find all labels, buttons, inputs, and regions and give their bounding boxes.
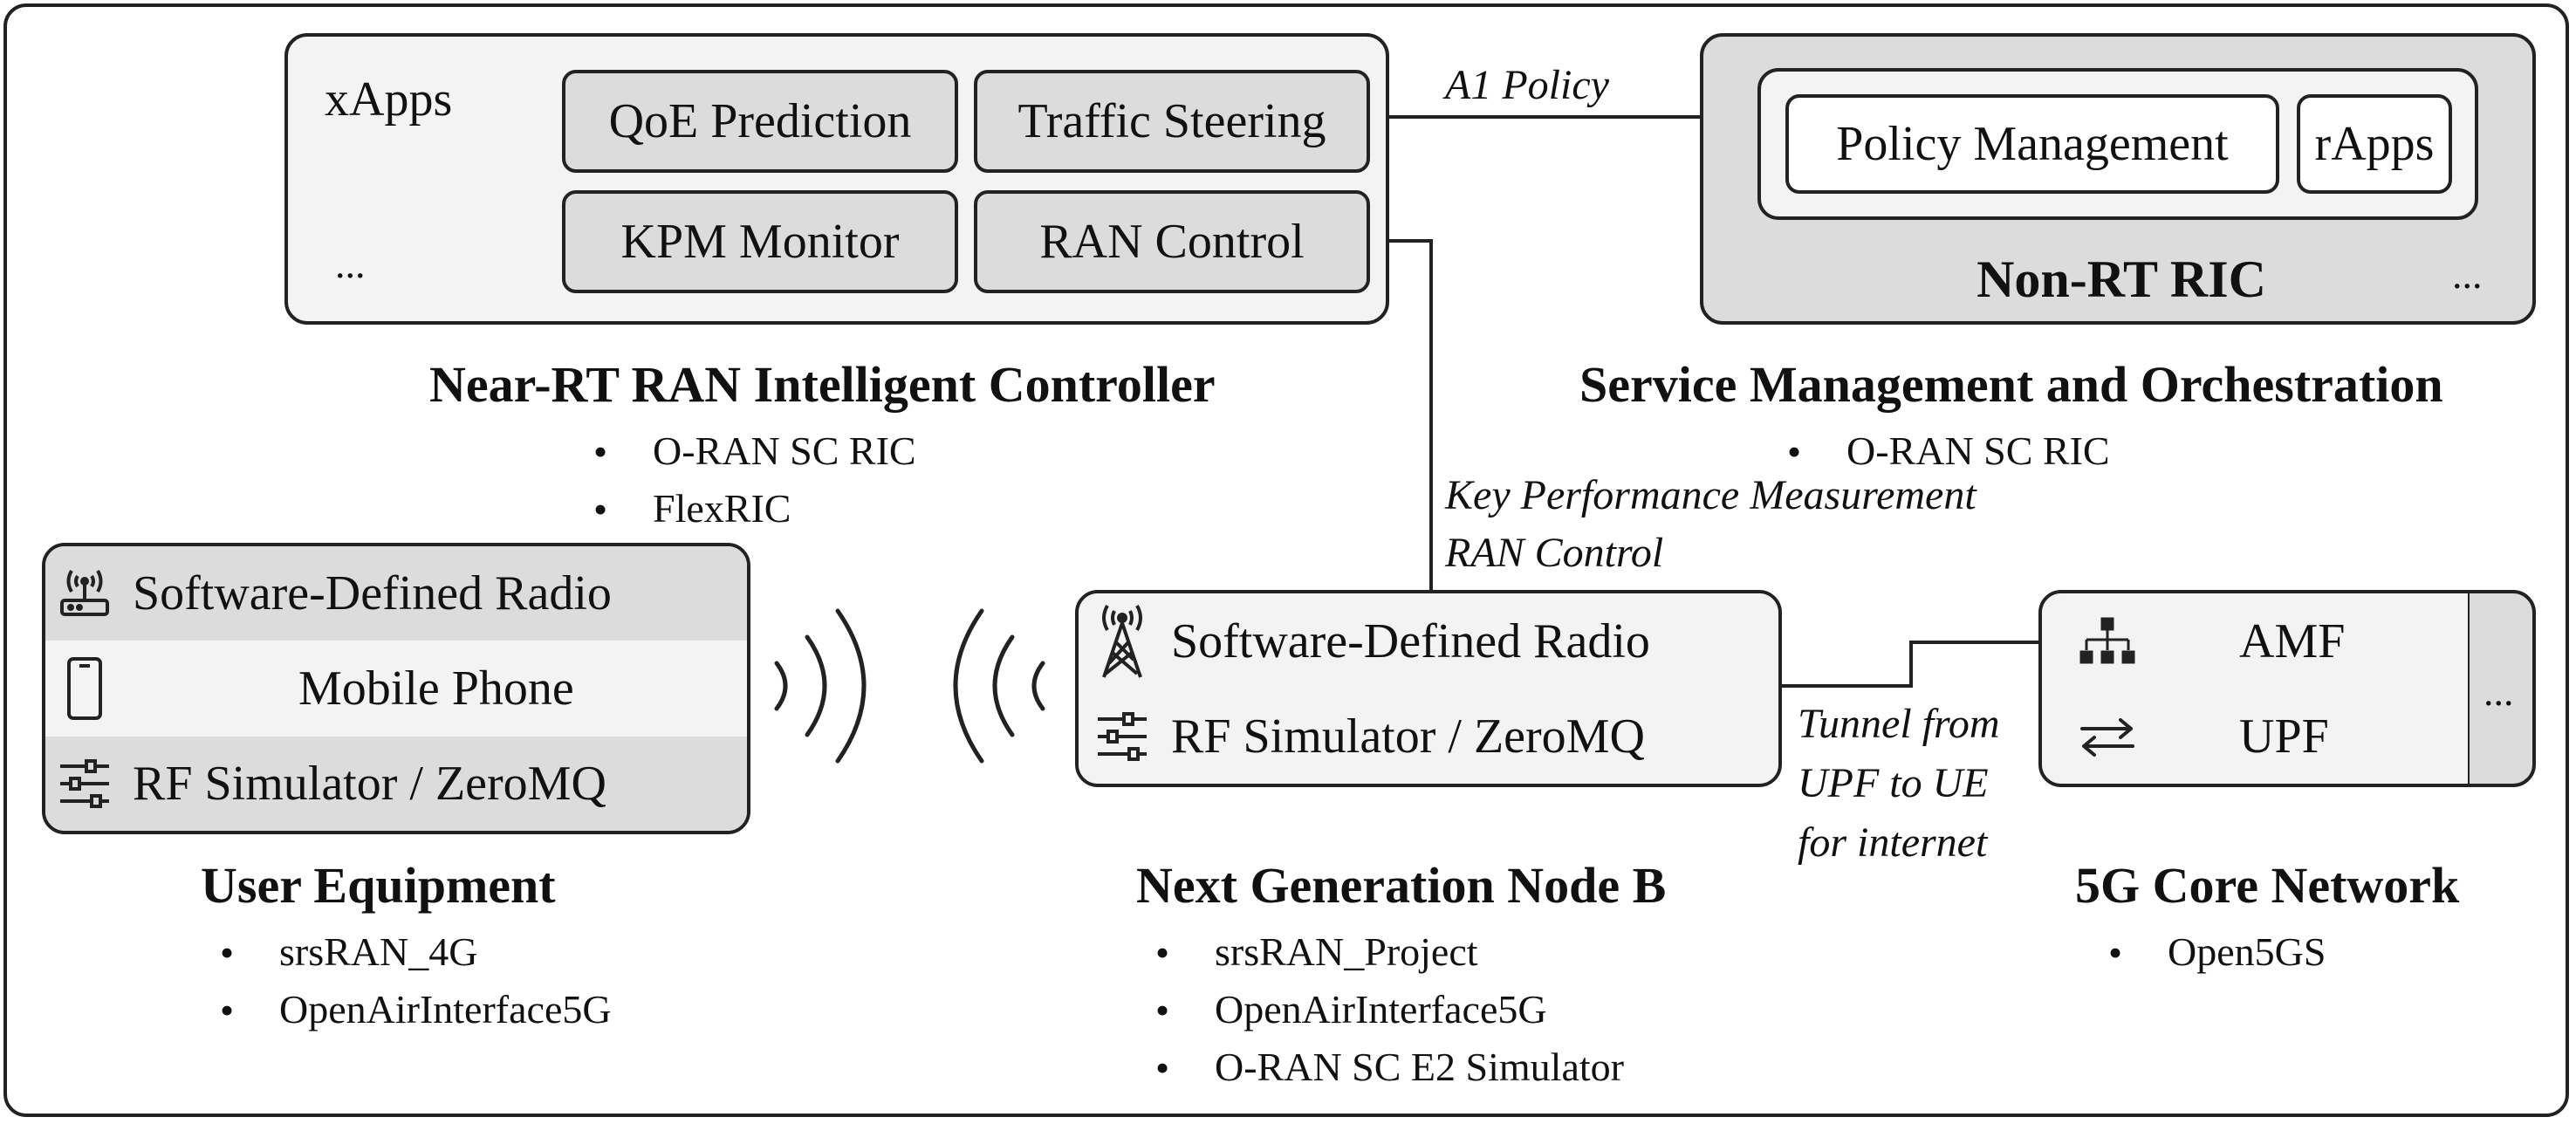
- list-item: •FlexRIC: [593, 486, 791, 531]
- list-item: •O-RAN SC RIC: [593, 428, 916, 474]
- tunnel-label-line2: UPF to UE: [1798, 760, 1989, 806]
- gnb-row-rf-simulator[interactable]: RF Simulator / ZeroMQ: [1079, 689, 1778, 784]
- core-amf-row[interactable]: AMF: [2042, 593, 2470, 689]
- ue-row-rf-simulator[interactable]: RF Simulator / ZeroMQ: [45, 737, 747, 831]
- gnb-panel: Software-Defined Radio RF Simulator / Ze…: [1075, 590, 1782, 787]
- sliders-icon: [45, 757, 124, 810]
- gnb-sdr-label: Software-Defined Radio: [1171, 614, 1650, 668]
- gnb-impl-list: •srsRAN_Project •OpenAirInterface5G •O-R…: [1110, 923, 1624, 1096]
- core-upf-label: UPF: [2239, 709, 2329, 764]
- ue-rf-simulator-label: RF Simulator / ZeroMQ: [133, 757, 606, 811]
- xapp-ran-control[interactable]: RAN Control: [974, 190, 1370, 293]
- xapps-label: xApps: [325, 72, 453, 127]
- mobile-phone-icon: [45, 655, 124, 722]
- list-item: •Open5GS: [2107, 929, 2326, 975]
- xapp-kpm-monitor[interactable]: KPM Monitor: [562, 190, 958, 293]
- rapps-box[interactable]: rApps: [2297, 94, 2452, 194]
- sliders-icon: [1079, 710, 1166, 763]
- router-antenna-icon: [45, 565, 124, 621]
- xapps-ellipsis: ...: [335, 242, 366, 286]
- near-rt-ric-panel: xApps ... QoE Prediction Traffic Steerin…: [284, 33, 1389, 325]
- e2-ran-control-label: RAN Control: [1445, 530, 1664, 576]
- tunnel-label-line3: for internet: [1798, 819, 1988, 866]
- list-item: •srsRAN_Project: [1154, 929, 1478, 975]
- diagram-frame: [3, 3, 2569, 1117]
- gnb-radio-waves: [953, 608, 1045, 764]
- tunnel-label-line1: Tunnel from: [1798, 701, 2000, 747]
- bidirectional-arrows-icon: [2042, 715, 2173, 758]
- core-panel: AMF UPF ...: [2038, 590, 2536, 787]
- ue-sdr-label: Software-Defined Radio: [133, 566, 612, 620]
- non-rt-ric-apps-group: Policy Management rApps: [1757, 68, 2478, 220]
- xapp-qoe-prediction[interactable]: QoE Prediction: [562, 70, 958, 173]
- core-impl-list: •Open5GS: [2063, 923, 2326, 981]
- list-item: •O-RAN SC E2 Simulator: [1154, 1045, 1624, 1090]
- ue-row-mobile-phone[interactable]: Mobile Phone: [45, 641, 747, 737]
- list-item: •srsRAN_4G: [219, 929, 478, 975]
- list-item: •O-RAN SC RIC: [1786, 428, 2110, 474]
- xapp-traffic-steering[interactable]: Traffic Steering: [974, 70, 1370, 173]
- a1-policy-label: A1 Policy: [1445, 62, 1609, 108]
- ue-row-sdr[interactable]: Software-Defined Radio: [45, 546, 747, 641]
- gnb-title: Next Generation Node B: [1136, 857, 1667, 914]
- non-rt-ric-panel: Policy Management rApps Non-RT RIC ...: [1700, 33, 2536, 325]
- ue-impl-list: •srsRAN_4G •OpenAirInterface5G: [175, 923, 612, 1038]
- core-ellipsis: ...: [2484, 669, 2514, 714]
- smo-title: Service Management and Orchestration: [1579, 356, 2443, 413]
- ue-title: User Equipment: [201, 857, 556, 914]
- list-item: •OpenAirInterface5G: [219, 987, 612, 1032]
- ue-mobile-phone-label: Mobile Phone: [298, 661, 574, 716]
- near-rt-ric-impl-list: •O-RAN SC RIC •FlexRIC: [548, 422, 916, 538]
- ue-radio-waves: [774, 608, 867, 764]
- non-rt-ric-ellipsis: ...: [2452, 252, 2483, 297]
- policy-management-box[interactable]: Policy Management: [1785, 94, 2279, 194]
- core-amf-label: AMF: [2239, 614, 2346, 668]
- core-upf-row[interactable]: UPF: [2042, 689, 2470, 784]
- gnb-row-sdr[interactable]: Software-Defined Radio: [1079, 593, 1778, 691]
- smo-impl-list: •O-RAN SC RIC: [1742, 422, 2110, 480]
- list-item: •OpenAirInterface5G: [1154, 987, 1547, 1032]
- core-title: 5G Core Network: [2075, 857, 2460, 914]
- e2-kpm-label: Key Performance Measurement: [1445, 472, 1977, 518]
- non-rt-ric-label: Non-RT RIC: [1977, 250, 2266, 308]
- network-hierarchy-icon: [2042, 615, 2173, 668]
- n3-link-line: [1782, 641, 2038, 688]
- gnb-rf-simulator-label: RF Simulator / ZeroMQ: [1171, 709, 1645, 764]
- radio-tower-icon: [1079, 602, 1166, 681]
- e2-link-line: [1389, 239, 1433, 590]
- ue-panel: Software-Defined Radio Mobile Phone RF S…: [42, 543, 750, 834]
- near-rt-ric-title: Near-RT RAN Intelligent Controller: [429, 356, 1216, 413]
